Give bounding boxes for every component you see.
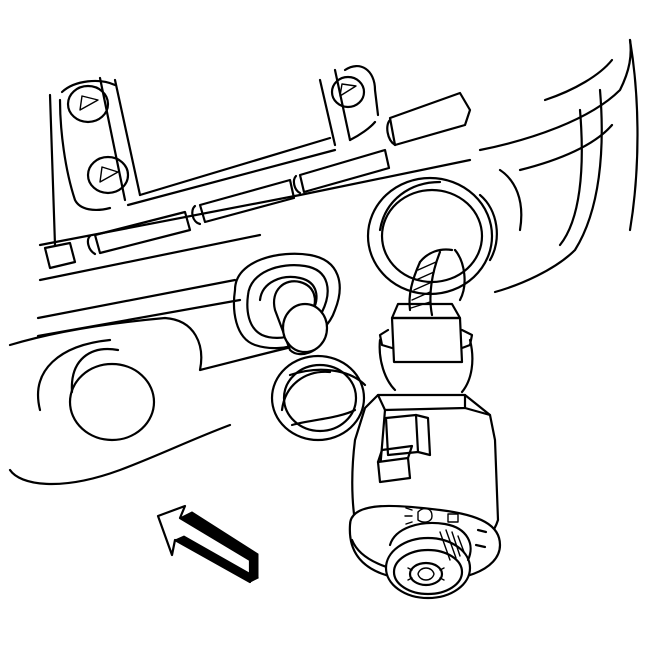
headlamp-symbol-icon: [404, 507, 433, 525]
dashboard-panel: [8, 38, 639, 486]
left-recess: [37, 338, 156, 442]
lower-socket-opening: [270, 354, 367, 442]
right-arrow-button[interactable]: [330, 75, 366, 109]
wire-connector: [378, 302, 474, 394]
headlamp-switch[interactable]: [348, 393, 502, 600]
wire-harness: [408, 248, 466, 317]
up-arrow-button[interactable]: [66, 84, 110, 124]
down-arrow-button[interactable]: [86, 155, 130, 195]
parking-lamp-symbol-icon: [447, 513, 459, 523]
install-direction-arrow-icon: [156, 504, 260, 584]
position-marks: [474, 528, 488, 549]
center-knob[interactable]: [272, 280, 329, 356]
trim-bar: [43, 91, 472, 270]
display-screen: [48, 65, 380, 247]
